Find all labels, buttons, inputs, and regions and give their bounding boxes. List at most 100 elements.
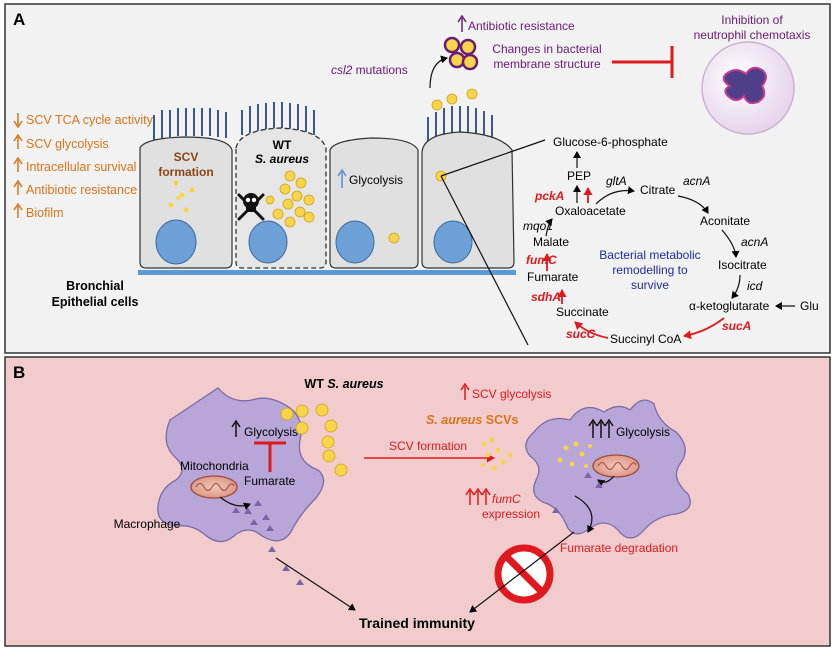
intracellular-scv-bacteria — [557, 441, 592, 468]
list-item-text: SCV TCA cycle activity — [26, 113, 154, 127]
fumarate-particles — [232, 500, 304, 585]
scv-glycolysis-label: SCV glycolysis — [472, 387, 551, 401]
arrow-up-icon — [13, 179, 23, 188]
metabolic-remodelling-label-3: survive — [631, 278, 669, 292]
metabolite-aconitate: Aconitate — [700, 214, 750, 228]
arrow-up-icon — [13, 133, 23, 142]
cell-glycolysis-label: Glycolysis — [349, 173, 403, 187]
metabolite-succinyl-coa: Succinyl CoA — [610, 332, 681, 346]
list-item-text: Antibiotic resistance — [26, 183, 137, 197]
list-item-text: SCV glycolysis — [26, 137, 109, 151]
wt-macrophage — [157, 387, 325, 543]
degradation-arrow — [574, 495, 595, 533]
neutrophil-label-1: Inhibition of — [721, 13, 783, 27]
mutation-arrow — [429, 55, 448, 89]
nucleus — [433, 220, 473, 264]
arrow-up-icon — [13, 156, 23, 165]
panel-b-background — [4, 356, 831, 647]
enzyme-acnA-1: acnA — [683, 174, 710, 188]
membrane-change-label-2: membrane structure — [493, 57, 601, 71]
scv-title: S. aureus SCVs — [426, 413, 518, 427]
enzyme-acnA-2: acnA — [741, 235, 768, 249]
arrow-down-icon — [13, 120, 23, 129]
nucleus — [248, 220, 288, 264]
neutrophil-nucleus — [722, 66, 767, 105]
enzyme-gltA: gltA — [606, 174, 627, 188]
scv-glycolysis-macrophage-label: Glycolysis — [616, 425, 670, 439]
panel-a-label: A — [13, 10, 25, 29]
extracellular-bacteria — [431, 88, 478, 111]
wt-glycolysis-label: Glycolysis — [244, 425, 298, 439]
fumarate-degradation-label: Fumarate degradation — [560, 541, 678, 555]
callout-line — [440, 175, 529, 346]
enzyme-sdhA: sdhA — [531, 290, 561, 304]
mitochondrion-right — [592, 454, 640, 478]
arrow-up-icon — [13, 202, 23, 211]
metabolite-alpha-ketoglutarate: α-ketoglutarate — [689, 299, 770, 313]
csl2-mutations-label: csl2 mutations — [331, 63, 408, 77]
basement-membrane — [138, 270, 516, 275]
scv-bacteria — [168, 180, 195, 213]
wt-macrophage-title: WT S. aureus — [304, 377, 383, 391]
enzyme-pckA: pckA — [534, 189, 564, 203]
metabolite-fumarate: Fumarate — [527, 270, 579, 284]
enzyme-icd: icd — [747, 279, 763, 293]
trained-immunity-arrow-left — [275, 557, 356, 611]
pathway-arrows — [545, 151, 795, 310]
bacterium — [388, 232, 400, 244]
metabolite-malate: Malate — [533, 235, 569, 249]
wt-species-label: S. aureus — [255, 152, 309, 166]
wt-label: WT — [273, 138, 292, 152]
skull-crossbones-icon — [237, 193, 265, 221]
epithelial-cells-label: Epithelial cells — [52, 295, 139, 309]
list-item: Intracellular survival — [13, 156, 136, 174]
metabolite-glu: Glu — [800, 299, 819, 313]
enzyme-sucA: sucA — [722, 319, 751, 333]
metabolic-remodelling-label-2: remodelling to — [612, 263, 688, 277]
fumC-label: fumC — [492, 492, 521, 506]
triple-up-red-arrows-icon — [465, 487, 491, 505]
mitochondria-label: Mitochondria — [180, 459, 249, 473]
list-item: SCV TCA cycle activity — [13, 113, 154, 129]
list-item: Biofilm — [13, 202, 64, 220]
trained-immunity-label: Trained immunity — [359, 615, 475, 631]
metabolite-citrate: Citrate — [640, 183, 676, 197]
fumarate-particles-right — [552, 472, 603, 513]
metabolic-remodelling-label-1: Bacterial metabolic — [599, 248, 700, 262]
bronchial-label: Bronchial — [66, 279, 124, 293]
nucleus — [155, 219, 197, 265]
list-item-text: Biofilm — [26, 206, 64, 220]
upregulated-arrows — [542, 187, 725, 340]
wt-bacteria — [265, 170, 315, 228]
list-item: SCV glycolysis — [13, 133, 109, 151]
nucleus — [335, 220, 375, 264]
expression-label: expression — [482, 507, 540, 521]
triple-up-arrows-icon — [588, 418, 614, 438]
metabolite-isocitrate: Isocitrate — [718, 258, 767, 272]
wt-bacteria-b — [280, 403, 348, 477]
enzyme-sucC: sucC — [566, 327, 596, 341]
scv-formation-label: SCV formation — [389, 439, 467, 453]
neutrophil-label-2: neutrophil chemotaxis — [694, 28, 811, 42]
metabolite-oxaloacetate: Oxaloacetate — [555, 204, 626, 218]
metabolite-succinate: Succinate — [556, 305, 609, 319]
callout-line — [440, 139, 546, 177]
antibiotic-resistance-label: Antibiotic resistance — [468, 19, 575, 33]
scv-formation-label-1: SCV — [174, 150, 199, 164]
scv-formation-label-2: formation — [158, 165, 213, 179]
membrane-bacteria-cluster — [443, 36, 479, 71]
enzyme-fumC: fumC — [526, 253, 557, 267]
scv-effects-list: SCV TCA cycle activity SCV glycolysis In… — [13, 113, 154, 220]
panel-b-label: B — [13, 363, 25, 382]
list-item-text: Intracellular survival — [26, 160, 136, 174]
membrane-change-label-1: Changes in bacterial — [492, 42, 601, 56]
list-item: Antibiotic resistance — [13, 179, 137, 197]
scv-bacteria-cluster — [481, 437, 513, 471]
fumarate-export-arrow — [219, 496, 251, 511]
metabolite-pep: PEP — [567, 169, 591, 183]
enzyme-mqo1: mqo1 — [523, 219, 553, 233]
cilia — [153, 102, 493, 142]
metabolic-pathway: Glucose-6-phosphate PEP Oxaloacetate Cit… — [527, 135, 819, 346]
